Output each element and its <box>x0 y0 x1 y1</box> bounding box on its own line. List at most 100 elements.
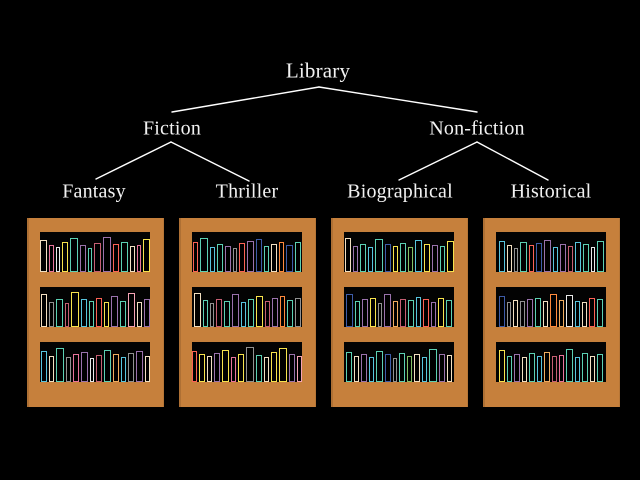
book <box>506 245 512 272</box>
book <box>446 300 452 327</box>
book <box>589 298 595 327</box>
book <box>127 353 134 382</box>
book <box>127 293 135 327</box>
book <box>367 247 373 272</box>
book <box>62 242 68 272</box>
book <box>346 294 353 327</box>
shelf-opening <box>344 342 454 382</box>
book <box>439 354 445 382</box>
book <box>56 247 60 272</box>
book <box>70 238 78 272</box>
book <box>136 302 142 327</box>
book <box>121 242 128 272</box>
book <box>40 294 47 327</box>
book <box>119 301 126 327</box>
book <box>88 301 94 327</box>
book <box>143 299 150 327</box>
book <box>507 356 512 382</box>
book <box>271 298 278 327</box>
book <box>498 241 505 272</box>
book <box>80 352 88 382</box>
book <box>423 299 429 327</box>
edge-nonfiction-biographical <box>398 141 478 181</box>
book <box>103 302 109 327</box>
edge-fiction-thriller <box>170 141 250 182</box>
book <box>590 356 595 382</box>
book <box>95 355 102 382</box>
book <box>575 301 580 327</box>
book <box>447 355 452 382</box>
book <box>384 244 391 272</box>
node-fantasy: Fantasy <box>62 180 126 203</box>
shelf-opening <box>40 232 150 272</box>
book <box>295 242 301 272</box>
book <box>352 246 358 272</box>
book <box>233 248 237 272</box>
shelf-opening <box>496 232 606 272</box>
book <box>225 246 231 272</box>
book <box>544 352 550 382</box>
book <box>89 358 94 382</box>
book <box>559 244 566 272</box>
bookcase-thriller <box>179 218 316 407</box>
book <box>55 348 64 382</box>
book <box>210 247 215 272</box>
book <box>376 351 383 382</box>
shelf-opening <box>344 287 454 327</box>
book <box>597 299 603 327</box>
book <box>499 350 505 382</box>
book <box>286 245 293 272</box>
book <box>238 354 244 382</box>
book <box>552 356 557 382</box>
book <box>361 354 367 382</box>
book <box>246 347 254 382</box>
node-fiction: Fiction <box>142 117 202 140</box>
book <box>399 353 405 382</box>
book <box>223 301 230 327</box>
bookcase-historical <box>483 218 620 407</box>
book <box>48 356 54 382</box>
book <box>207 356 212 382</box>
book <box>582 302 587 327</box>
book <box>40 240 47 272</box>
book <box>202 300 208 327</box>
book <box>88 248 92 272</box>
book <box>362 299 368 327</box>
book <box>399 243 406 272</box>
book <box>414 354 420 382</box>
book <box>528 245 534 272</box>
book <box>582 353 588 382</box>
book <box>271 352 277 382</box>
edge-library-nonfiction <box>318 86 478 113</box>
book <box>80 299 87 327</box>
book <box>407 247 413 272</box>
book <box>378 303 382 327</box>
shelf-opening <box>192 342 302 382</box>
book <box>40 351 47 382</box>
book <box>566 349 573 382</box>
book <box>439 246 445 272</box>
book <box>597 354 603 382</box>
book <box>346 352 352 382</box>
book <box>294 298 301 327</box>
node-thriller: Thriller <box>215 180 279 203</box>
book <box>222 350 229 382</box>
book <box>590 247 595 272</box>
book <box>446 241 454 272</box>
node-historical: Historical <box>510 180 592 203</box>
book <box>120 357 126 382</box>
book <box>279 296 285 327</box>
book <box>110 296 118 327</box>
book <box>215 299 222 327</box>
shelf-opening <box>496 342 606 382</box>
book <box>72 354 79 382</box>
book <box>522 357 527 382</box>
book <box>513 300 518 327</box>
book <box>596 241 604 272</box>
shelf-opening <box>192 232 302 272</box>
book <box>95 298 102 327</box>
book <box>214 353 220 382</box>
book <box>279 242 284 272</box>
